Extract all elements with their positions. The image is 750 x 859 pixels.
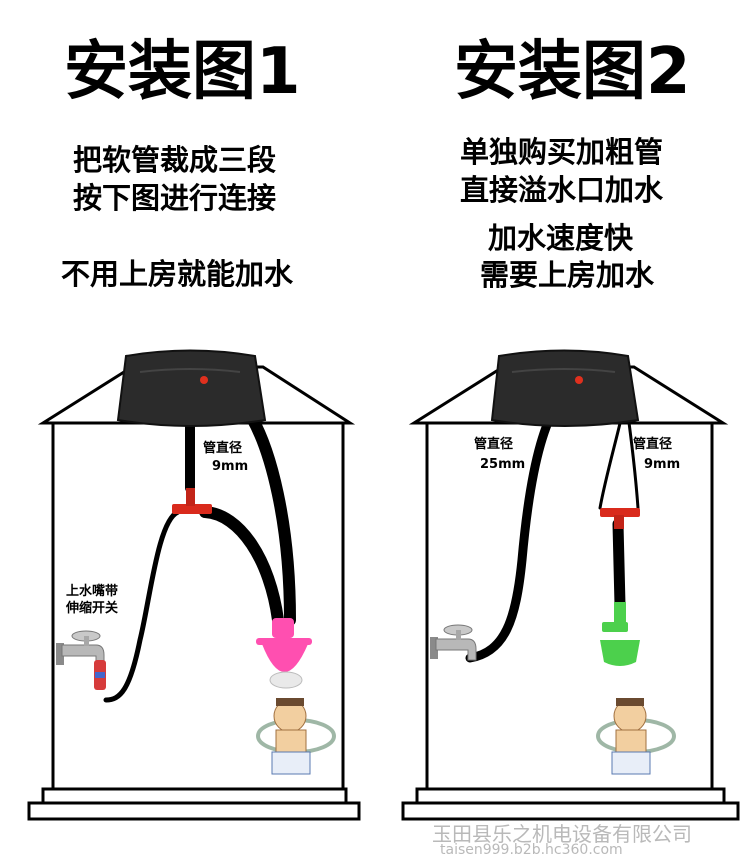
- right-thin-pipe-label-1: 管直径: [633, 437, 673, 452]
- right-house-base-top: [415, 787, 726, 805]
- right-thick-pipe-label-1: 管直径: [474, 437, 514, 452]
- right-house-base-bottom: [401, 801, 740, 821]
- left-instruction-1: 把软管裁成三段: [73, 143, 277, 177]
- left-title: 安装图1: [64, 35, 301, 109]
- right-thin-pipe-label-2: 9mm: [644, 457, 681, 472]
- water-bag-icon: [490, 349, 640, 427]
- left-faucet-label-1: 上水嘴带: [66, 584, 119, 599]
- left-hose-to-faucet: [103, 509, 181, 703]
- left-instruction-2: 按下图进行连接: [73, 181, 277, 215]
- shower-head-icon: [600, 602, 640, 666]
- right-house-wall: [425, 421, 714, 791]
- shower-head-icon: [256, 618, 312, 689]
- right-title: 安装图2: [454, 35, 691, 109]
- left-note: 不用上房就能加水: [61, 257, 294, 291]
- right-thin-hose-b: [626, 413, 640, 510]
- left-hoses: [103, 412, 296, 703]
- watermark-company: 玉田县乐之机电设备有限公司: [432, 822, 692, 846]
- right-instruction-1: 单独购买加粗管: [460, 135, 664, 169]
- watermark-url: taisen999.b2b.hc360.com: [440, 842, 623, 858]
- left-hose-to-shower: [199, 506, 284, 626]
- right-instruction-2: 直接溢水口加水: [460, 173, 664, 207]
- right-house: [401, 365, 740, 821]
- tee-connector-icon: [172, 488, 212, 514]
- right-note-2: 需要上房加水: [480, 258, 655, 292]
- left-pipe-label-1: 管直径: [203, 441, 243, 456]
- left-pipe-label-2: 9mm: [212, 459, 249, 474]
- left-house-base-top: [41, 787, 348, 805]
- right-note-1: 加水速度快: [488, 221, 634, 255]
- right-hose-to-shower: [612, 518, 626, 611]
- showering-person-icon: [256, 698, 336, 775]
- tee-connector-icon: [600, 508, 640, 529]
- left-house-base-bottom: [27, 801, 361, 821]
- showering-person-icon: [596, 698, 676, 775]
- right-thick-pipe-label-2: 25mm: [480, 457, 526, 472]
- left-hose-return: [246, 412, 296, 626]
- water-bag-icon: [116, 349, 267, 427]
- faucet-icon: [430, 624, 477, 661]
- faucet-icon: [56, 630, 106, 690]
- right-thin-hose-a: [598, 413, 624, 510]
- left-faucet-label-2: 伸缩开关: [66, 601, 119, 616]
